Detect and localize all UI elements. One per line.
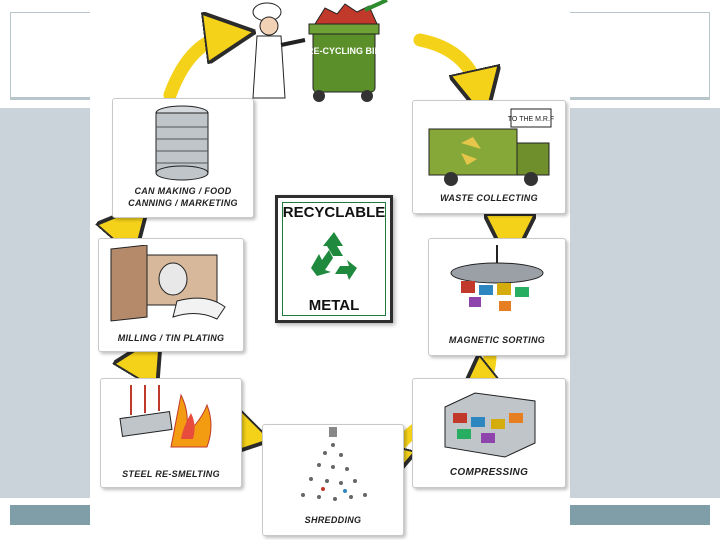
recycling-cycle-diagram: RE-CYCLING BIN TO THE M.R.F WASTE COLLEC… [90, 0, 570, 540]
recycling-bin-illustration: RE-CYCLING BIN [252, 0, 388, 102]
step-card-compressing: COMPRESSING [412, 378, 566, 488]
bale-icon [444, 392, 536, 458]
sign-title: RECYCLABLE [282, 204, 386, 221]
sign-border [282, 202, 386, 316]
step-label-milling-tin-plating: MILLING / TIN PLATING [117, 333, 225, 343]
arrow-can-to-bin [163, 35, 230, 102]
step-label-can-making: CAN MAKING / FOOD CANNING / MARKETING [128, 186, 238, 208]
rollers-icon [110, 245, 226, 322]
step-label-steel-re-smelting: STEEL RE-SMELTING [122, 469, 220, 479]
can-icon [155, 105, 209, 181]
shredder-icon [301, 427, 367, 501]
step-card-can-making: CAN MAKING / FOOD CANNING / MARKETING [112, 98, 254, 218]
step-label-compressing: COMPRESSING [449, 467, 529, 478]
arrow-bin-to-truck [413, 33, 480, 95]
step-card-steel-re-smelting: STEEL RE-SMELTING [100, 378, 242, 488]
magnet-icon [450, 245, 544, 311]
step-label-magnetic-sorting: MAGNETIC SORTING [448, 335, 546, 345]
sign-subtitle: METAL [308, 297, 360, 314]
step-card-magnetic-sorting: MAGNETIC SORTING [428, 238, 566, 356]
step-card-milling-tin-plating: MILLING / TIN PLATING [98, 238, 244, 352]
step-card-shredding: SHREDDING [262, 424, 404, 536]
recyclable-metal-sign: RECYCLABLE METAL [275, 195, 393, 323]
recycle-icon [311, 232, 357, 280]
step-label-shredding: SHREDDING [304, 515, 362, 525]
truck-icon: TO THE M.R.F [428, 108, 554, 186]
furnace-icon [119, 385, 212, 448]
bin-label: RE-CYCLING BIN [307, 46, 381, 56]
truck-sign-label: TO THE M.R.F [508, 116, 554, 123]
step-card-waste-collecting: TO THE M.R.F WASTE COLLECTING [412, 100, 566, 214]
step-label-waste-collecting: WASTE COLLECTING [440, 193, 538, 203]
arrow-truck-to-sorting [495, 203, 510, 240]
